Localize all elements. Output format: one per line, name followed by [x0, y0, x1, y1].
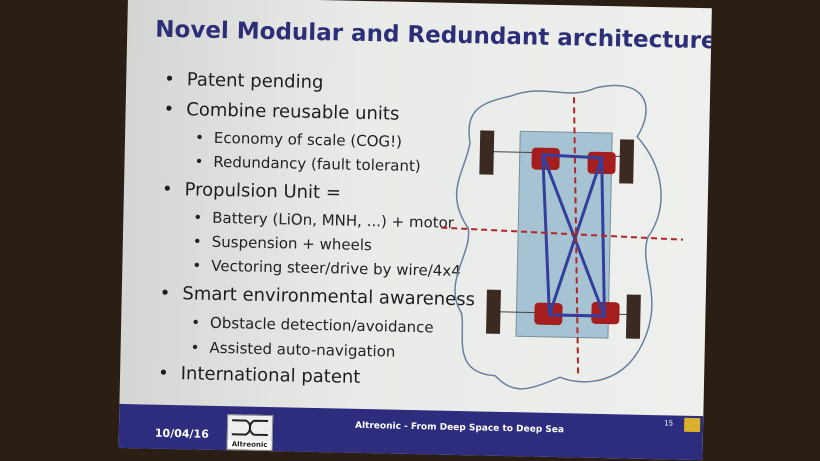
- axis-line: [572, 97, 580, 376]
- redundancy-link: [541, 154, 606, 317]
- vehicle-architecture-diagram: [441, 84, 684, 390]
- accent-square: [683, 417, 701, 433]
- logo-mark-icon: [231, 419, 269, 437]
- wheel: [619, 139, 635, 184]
- footer-date: 10/04/16: [154, 426, 209, 441]
- logo-text: Altreonic: [227, 440, 272, 450]
- wheel: [486, 289, 501, 334]
- page-number: 15: [664, 419, 674, 428]
- wheel: [479, 130, 495, 175]
- presentation-slide: Novel Modular and Redundant architecture…: [118, 0, 712, 461]
- redundancy-link: [547, 157, 604, 316]
- footer-tagline: Altreonic - From Deep Space to Deep Sea: [354, 420, 565, 436]
- wheel: [625, 294, 641, 339]
- vehicle-outline: [454, 84, 662, 390]
- axis-line: [441, 226, 684, 241]
- altreonic-logo: Altreonic: [226, 414, 274, 452]
- slide-footer: 10/04/16 Altreonic Altreonic - From Deep…: [118, 403, 704, 461]
